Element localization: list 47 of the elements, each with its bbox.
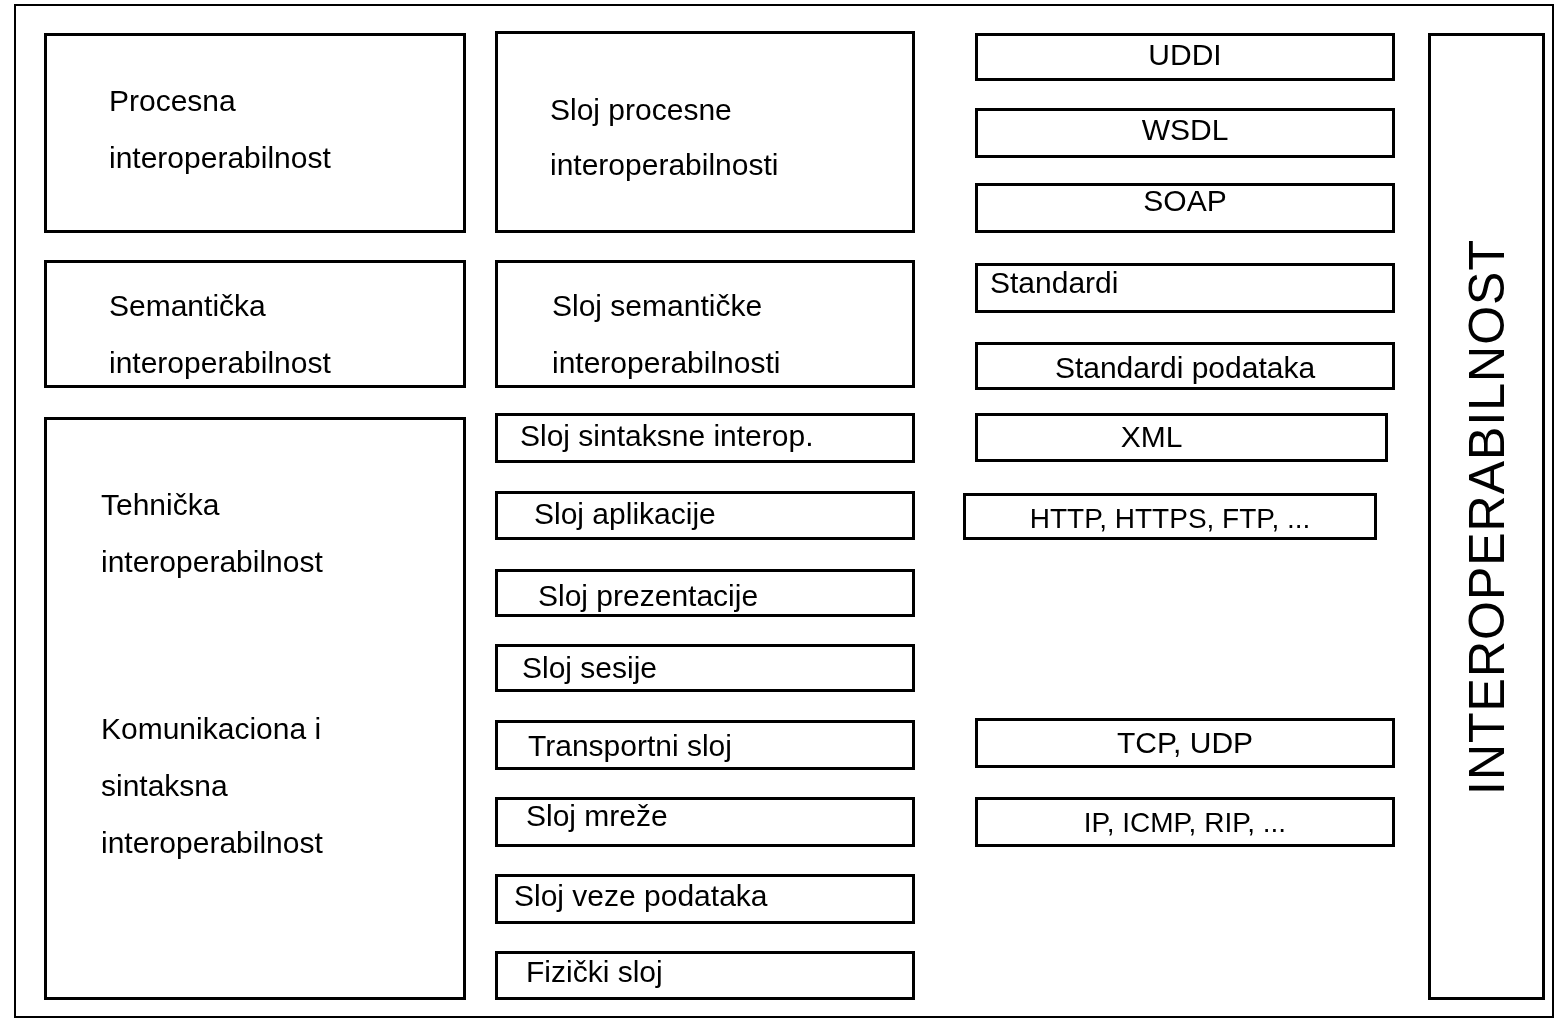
layer-box	[495, 491, 915, 540]
layer-box	[495, 260, 915, 388]
layer-label: XML	[1120, 418, 1183, 455]
layer-label: WSDL	[1141, 112, 1229, 148]
layer-label: IP, ICMP, RIP, ...	[1083, 806, 1287, 840]
layer-label: Semantička interoperabilnost	[109, 288, 332, 381]
layer-label: Sloj semantičke interoperabilnosti	[552, 288, 782, 381]
layer-box	[495, 413, 915, 463]
layer-box	[963, 493, 1377, 540]
layer-box	[495, 874, 915, 924]
layer-label: UDDI	[1148, 37, 1222, 73]
layer-label: Sloj mreže	[526, 798, 668, 834]
vertical-band	[1428, 33, 1545, 1000]
layer-label: Sloj aplikacije	[534, 495, 716, 532]
layer-label: Sloj veze podataka	[514, 878, 768, 914]
layer-label: Transportni sloj	[528, 728, 732, 764]
layer-box	[495, 644, 915, 692]
layer-label: Standardi podataka	[1054, 350, 1316, 386]
layer-box	[44, 260, 466, 388]
layer-box	[495, 569, 915, 617]
layer-box	[975, 263, 1395, 313]
layer-label: Sloj procesne interoperabilnosti	[550, 92, 780, 183]
layer-box	[44, 33, 466, 233]
layer-label: Tehnička interoperabilnost	[101, 487, 324, 580]
layer-label: Standardi	[990, 265, 1119, 301]
layer-label: Sloj prezentacije	[538, 578, 759, 614]
layer-label: Sloj sintaksne interop.	[520, 418, 814, 454]
layer-label: TCP, UDP	[1116, 725, 1254, 761]
layer-label: HTTP, HTTPS, FTP, ...	[1029, 501, 1311, 536]
layer-box	[495, 951, 915, 1000]
layer-label: Sloj sesije	[522, 650, 658, 686]
layer-label: Fizički sloj	[526, 953, 663, 990]
layer-label: Procesna interoperabilnost	[109, 83, 332, 176]
layer-label: Komunikaciona i sintaksna interoperabilnost	[101, 711, 324, 861]
layer-box	[495, 797, 915, 847]
layer-box	[495, 31, 915, 233]
layer-box	[44, 417, 466, 1000]
layer-label: SOAP	[1143, 183, 1227, 219]
layer-box	[495, 720, 915, 770]
layer-box	[975, 33, 1395, 81]
layer-box	[975, 413, 1388, 462]
band-label: INTEROPERABILNOST	[1457, 238, 1516, 795]
layer-box	[975, 183, 1395, 233]
layer-box	[975, 342, 1395, 390]
layer-box	[975, 718, 1395, 768]
layer-box	[975, 108, 1395, 158]
layer-box	[975, 797, 1395, 847]
